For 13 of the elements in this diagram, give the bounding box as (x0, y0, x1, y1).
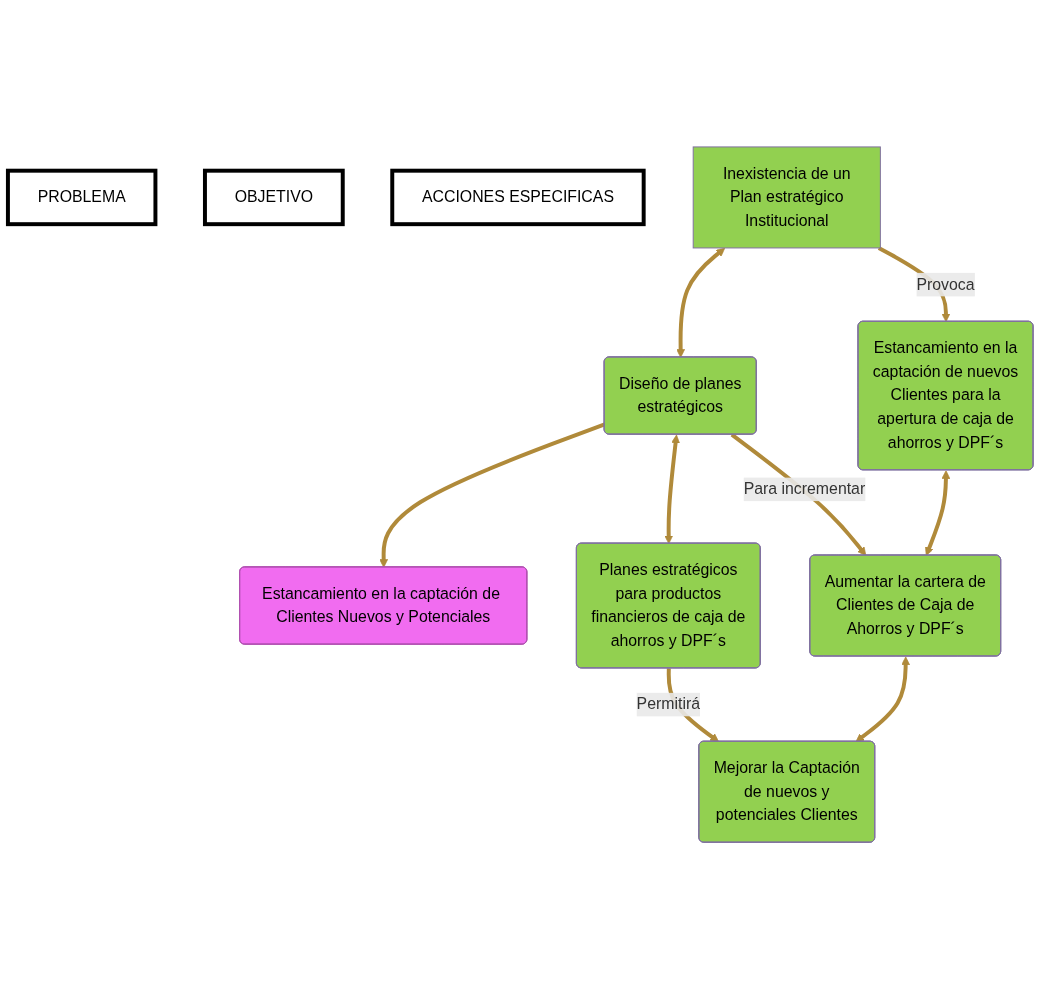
arrow (925, 470, 951, 557)
arrow (855, 656, 910, 743)
arrow (664, 435, 680, 545)
node-box: PROBLEMA (5, 169, 158, 227)
edge-label: Para incrementar (743, 480, 866, 498)
edge-label: Permitirá (636, 696, 701, 713)
arrow (730, 433, 867, 557)
arrow (379, 423, 606, 569)
edge-label: Provoca (916, 276, 975, 293)
node-box: Inexistencia de un Plan estratégico Institucional (692, 146, 881, 249)
arrow (676, 248, 726, 359)
node-box: ACCIONES ESPECIFICAS (390, 169, 646, 227)
node-box: OBJETIVO (202, 169, 345, 227)
